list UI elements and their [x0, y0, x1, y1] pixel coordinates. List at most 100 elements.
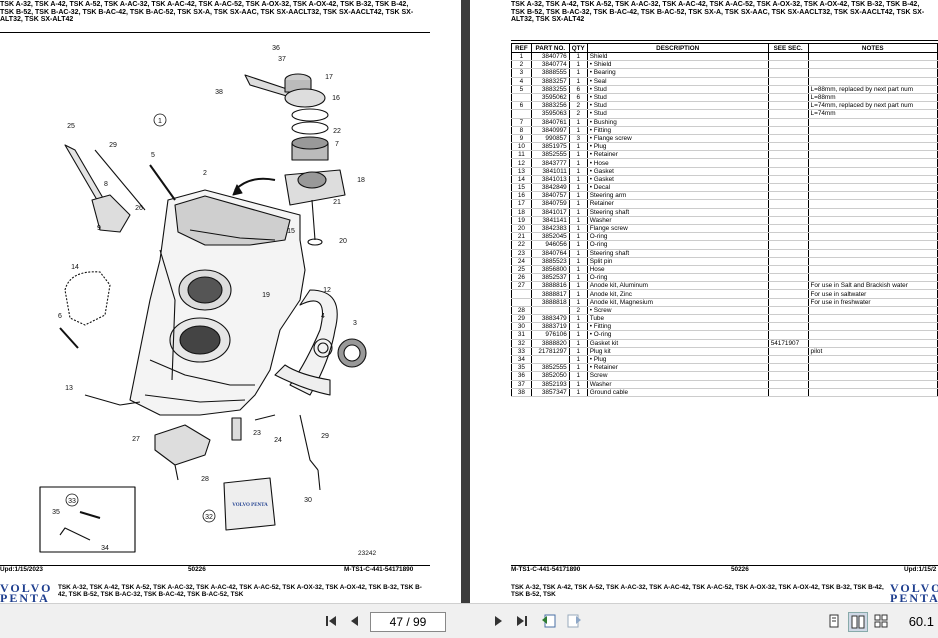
go-forward-button[interactable]	[565, 612, 583, 630]
callout: 16	[332, 95, 340, 102]
part-no-cell: 3888555	[530, 68, 570, 78]
see-sec-cell	[767, 330, 809, 340]
col-see-sec: SEE SEC.	[767, 43, 809, 53]
go-back-button[interactable]	[540, 612, 558, 630]
qty-cell: 1	[568, 68, 588, 78]
next-page-button[interactable]	[490, 612, 508, 630]
callout: 33	[68, 498, 76, 505]
see-sec-cell	[767, 232, 809, 242]
logo-line1: VOLVO	[0, 581, 53, 595]
notes-cell	[807, 60, 938, 70]
ref-cell: 2	[511, 60, 532, 70]
see-sec-cell	[767, 314, 809, 324]
zoom-level[interactable]: 60.1	[908, 614, 934, 629]
part-no-cell: 3852555	[530, 363, 570, 373]
see-sec-cell	[767, 298, 809, 307]
col-part-no: PART NO.	[530, 43, 570, 53]
qty-cell: 1	[568, 273, 588, 283]
see-sec-cell	[767, 183, 809, 193]
ref-cell: 6	[511, 101, 532, 111]
see-sec-cell	[767, 158, 809, 168]
description-cell: • Retainer	[586, 363, 769, 373]
callout-labels: 1 2 3 4 5 6 7 8 9 12 13 14 15 16 17 18 1…	[52, 45, 365, 552]
part-no-cell: 3840774	[530, 60, 570, 70]
callout: 34	[101, 545, 109, 552]
part-no-cell: 21781297	[530, 347, 570, 356]
part-no-cell: 976106	[530, 330, 570, 340]
qty-cell: 1	[568, 199, 588, 209]
two-page-view-button[interactable]	[848, 612, 868, 632]
ref-cell: 32	[511, 339, 532, 348]
figure-number: 23242	[358, 550, 376, 557]
page-number-input[interactable]: 47 / 99	[370, 612, 446, 632]
description-cell: Washer	[586, 216, 769, 225]
qty-cell: 1	[568, 257, 588, 266]
ref-cell: 34	[511, 355, 532, 365]
notes-cell	[807, 183, 938, 193]
qty-cell: 1	[568, 167, 588, 176]
qty-cell: 1	[568, 339, 588, 348]
see-sec-cell	[767, 52, 809, 62]
volvo-penta-logo: VOLVO PENTA	[890, 582, 938, 603]
qty-cell: 1	[568, 265, 588, 275]
notes-cell	[807, 175, 938, 185]
ref-cell: 21	[511, 232, 532, 242]
description-cell: Anode kit, Magnesium	[586, 298, 769, 307]
callout: 36	[272, 45, 280, 52]
previous-page-button[interactable]	[345, 612, 363, 630]
notes-cell: L=74mm, replaced by next part num	[807, 101, 938, 111]
qty-cell: 1	[568, 330, 588, 340]
notes-cell	[807, 150, 938, 160]
callout: 37	[278, 56, 286, 63]
ref-cell	[511, 298, 532, 307]
description-cell: Tube	[586, 314, 769, 324]
notes-cell	[807, 371, 938, 381]
callout: 28	[201, 476, 209, 483]
notes-cell: pilot	[807, 347, 938, 356]
first-page-button[interactable]	[322, 612, 340, 630]
part-no-cell: 3595062	[530, 93, 570, 103]
qty-cell: 1	[568, 289, 588, 299]
part-no-cell: 3840764	[530, 249, 570, 258]
update-date: Upd:1/15/2	[904, 566, 937, 573]
footer-rule	[0, 565, 430, 566]
last-page-button[interactable]	[513, 612, 531, 630]
models-footer: TSK A-32, TSK A-42, TSK A-52, TSK A-AC-3…	[511, 584, 884, 598]
single-page-view-button[interactable]	[825, 612, 843, 630]
description-cell: Plug kit	[586, 347, 769, 356]
qty-cell: 6	[568, 93, 588, 103]
notes-cell	[807, 191, 938, 201]
notes-cell	[807, 167, 938, 176]
callout: 35	[52, 509, 60, 516]
description-cell: Shield	[586, 52, 769, 62]
see-sec-cell	[767, 380, 809, 389]
header-rule	[511, 40, 938, 41]
continuous-view-button[interactable]	[872, 612, 890, 630]
part-no-cell: 3888816	[530, 281, 570, 291]
qty-cell: 1	[568, 224, 588, 234]
description-cell: Gasket kit	[586, 339, 769, 348]
callout: 3	[353, 320, 357, 327]
previous-page-icon	[351, 616, 358, 626]
callout: 26	[135, 205, 143, 212]
notes-cell	[807, 77, 938, 86]
ref-cell: 37	[511, 380, 532, 389]
see-sec-cell	[767, 199, 809, 209]
callout: 12	[323, 287, 331, 294]
description-cell: • Hose	[586, 158, 769, 168]
